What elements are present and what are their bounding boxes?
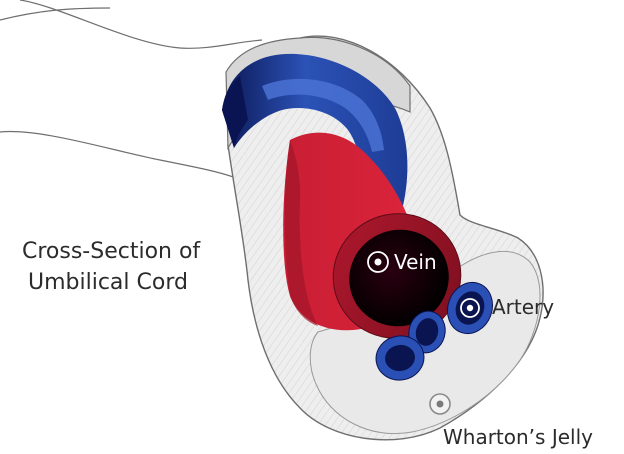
diagram-title-line-1: Cross-Section of (22, 241, 200, 263)
diagram-title-line-2: Umbilical Cord (28, 272, 188, 294)
cord-outline-lower (0, 132, 236, 178)
vein-label: Vein (394, 252, 437, 272)
artery-label: Artery (492, 297, 554, 317)
whartons-jelly-label: Wharton’s Jelly (443, 427, 593, 447)
cord-outline-upper-2 (20, 0, 262, 48)
jelly-marker-icon (430, 394, 450, 414)
